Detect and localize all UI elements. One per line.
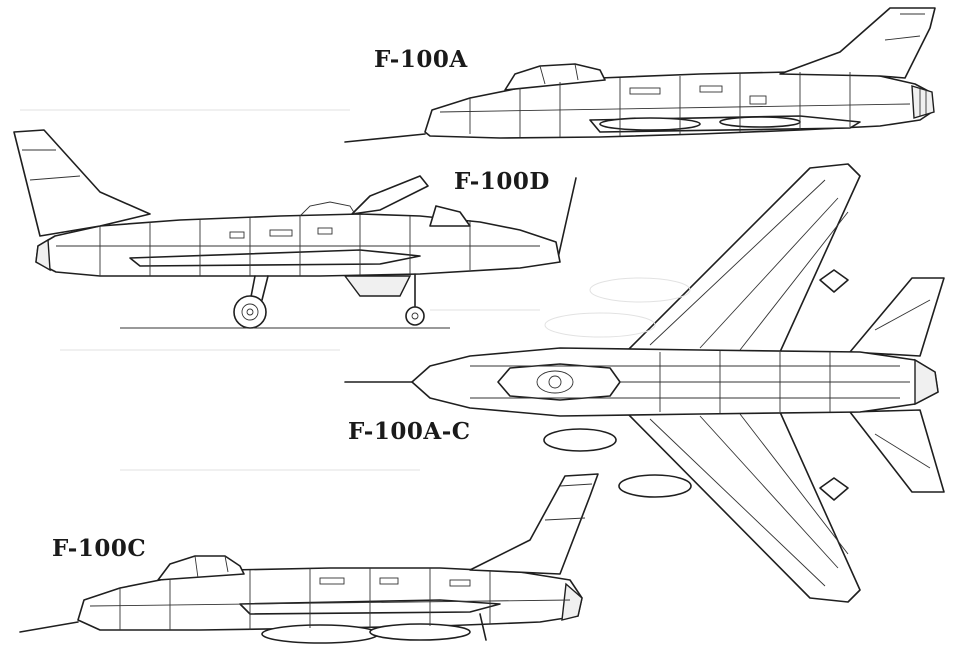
f100c-side-view: [19, 473, 599, 644]
f100d-label: F-100D: [454, 168, 550, 195]
f100a-label: F-100A: [374, 46, 468, 73]
f100ac-top-view: [344, 163, 945, 603]
f100d-side-view: [13, 129, 577, 329]
f100a-side-view: [344, 7, 936, 143]
f100ac-label: F-100A-C: [348, 418, 471, 445]
background-ghost-lines: [20, 109, 540, 471]
f100c-label: F-100C: [52, 535, 147, 562]
